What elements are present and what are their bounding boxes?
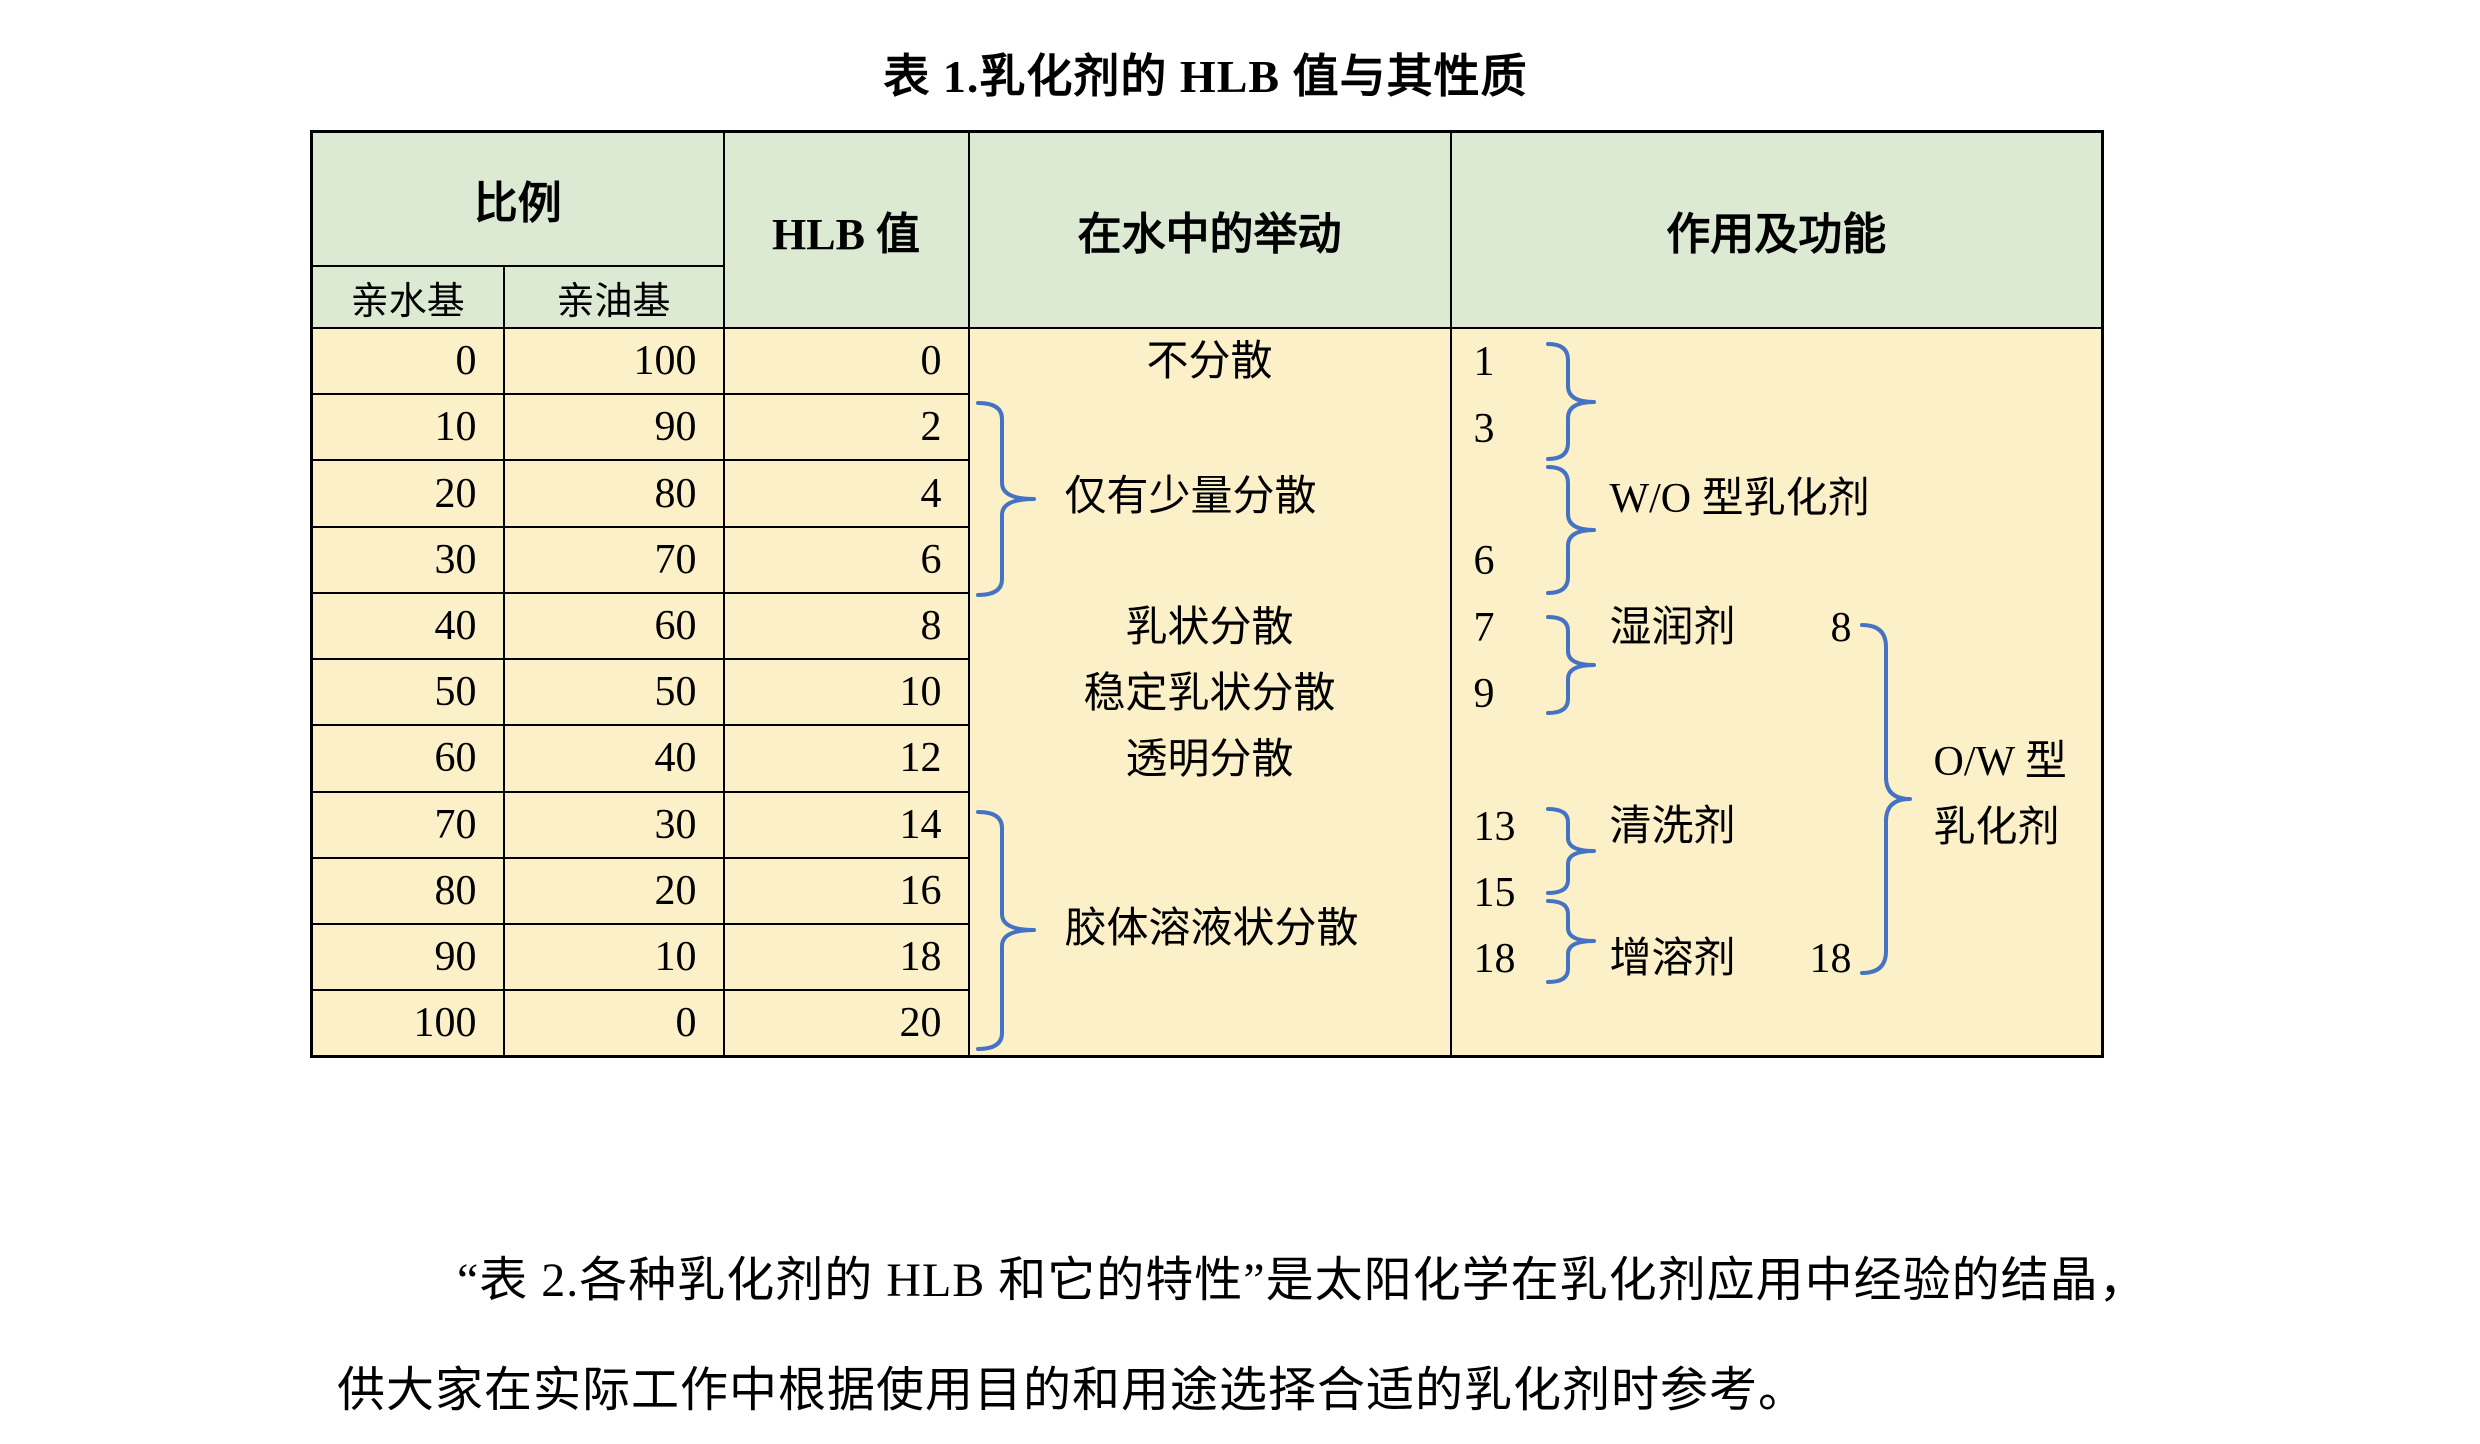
lipophilic-value: 70 [502, 525, 725, 594]
lipophilic-value: 60 [502, 591, 725, 661]
hydrophilic-value: 80 [310, 856, 505, 925]
brace-hlb-1-3 [1545, 342, 1596, 461]
table-row: 10 90 2 [310, 393, 2103, 462]
wetting-agent-label: 湿润剂 [1609, 604, 1736, 651]
brace-cleaning-agent [1545, 807, 1596, 895]
hlb-marker: 6 [1473, 537, 1495, 584]
lipophilic-value: 100 [502, 326, 725, 396]
brace-wetting-agent [1545, 615, 1596, 715]
table-row: 50 50 10 [310, 658, 2103, 727]
lipophilic-value: 20 [502, 856, 725, 925]
lipophilic-value: 0 [502, 989, 725, 1058]
function-column-cell: 1 3 6 7 9 13 15 18 W [1449, 327, 2104, 1058]
table-row: 60 40 12 [310, 724, 2103, 793]
behavior-stable-milky-dispersion: 稳定乳状分散 [1083, 670, 1336, 717]
table-row: 40 60 8 [310, 591, 2103, 661]
lipophilic-value: 50 [502, 658, 725, 727]
wo-emulsifier-label: W/O 型乳化剂 [1609, 475, 1870, 522]
lipophilic-value: 10 [502, 922, 725, 992]
solubilizer-label: 增溶剂 [1609, 935, 1736, 982]
behavior-annotations: 不分散 仅有少量分散 乳状分散 稳定乳状分散 透明分散 胶体溶液状分散 [970, 329, 1450, 1055]
lipophilic-value: 90 [502, 393, 725, 462]
ow-range-start: 8 [1830, 604, 1852, 651]
hydrophilic-value: 50 [310, 658, 505, 727]
hlb-value: 18 [722, 922, 970, 992]
ow-range-end: 18 [1809, 935, 1852, 982]
table-title: 表 1.乳化剂的 HLB 值与其性质 [883, 51, 1528, 102]
hlb-marker: 1 [1473, 338, 1495, 385]
header-hydrophilic: 亲水基 [310, 265, 505, 329]
lipophilic-value: 80 [502, 459, 725, 528]
hlb-value: 2 [722, 393, 970, 462]
table-row: 30 70 6 [310, 525, 2103, 594]
hlb-marker: 3 [1473, 405, 1495, 452]
behavior-slight-dispersion: 仅有少量分散 [1064, 473, 1317, 520]
header-ratio: 比例 [310, 130, 725, 267]
hydrophilic-value: 100 [310, 989, 505, 1058]
header-function: 作用及功能 [1449, 130, 2104, 329]
header-lipophilic: 亲油基 [502, 265, 725, 329]
hlb-marker: 15 [1473, 869, 1516, 916]
header-behavior: 在水中的举动 [967, 130, 1452, 329]
brace-solubilizer [1545, 899, 1596, 984]
hlb-value: 12 [722, 724, 970, 793]
hlb-value: 20 [722, 989, 970, 1058]
hlb-value: 4 [722, 459, 970, 528]
hlb-value: 10 [722, 658, 970, 727]
hlb-value: 14 [722, 790, 970, 859]
brace-colloidal-dispersion [975, 810, 1036, 1051]
cleaning-agent-label: 清洗剂 [1609, 803, 1736, 850]
ow-emulsifier-label-line1: O/W 型 [1933, 738, 2067, 785]
hydrophilic-value: 60 [310, 724, 505, 793]
table-row: 90 10 18 [310, 922, 2103, 992]
behavior-column-cell: 不分散 仅有少量分散 乳状分散 稳定乳状分散 透明分散 胶体溶液状分散 [967, 327, 1452, 1058]
behavior-no-dispersion: 不分散 [1146, 338, 1273, 385]
table-row: 0 100 0 不分散 仅有少量分散 乳状分散 稳定乳状分散 透明分散 [310, 326, 2104, 1058]
hydrophilic-value: 10 [310, 393, 505, 462]
lipophilic-value: 30 [502, 790, 725, 859]
table-row: 100 0 20 [310, 989, 2103, 1058]
function-annotations: 1 3 6 7 9 13 15 18 W [1452, 329, 2102, 1055]
hlb-value: 16 [722, 856, 970, 925]
brace-ow-emulsifier [1859, 623, 1912, 975]
hydrophilic-value: 0 [310, 326, 505, 396]
brace-wo-emulsifier [1545, 465, 1596, 595]
behavior-transparent-dispersion: 透明分散 [1125, 736, 1294, 783]
hlb-marker: 13 [1473, 803, 1516, 850]
table-row: 70 30 14 [310, 790, 2103, 859]
hlb-marker: 9 [1473, 670, 1495, 717]
paragraph-line-2: 供大家在实际工作中根据使用目的和用途选择合适的乳化剂时参考。 [337, 1364, 1808, 1417]
hlb-value: 6 [722, 525, 970, 594]
table-row: 80 20 16 [310, 856, 2103, 925]
ow-emulsifier-label-line2: 乳化剂 [1933, 804, 2060, 851]
paragraph-line-1: “表 2.各种乳化剂的 HLB 和它的特性”是太阳化学在乳化剂应用中经验的结晶， [457, 1254, 2148, 1307]
hydrophilic-value: 30 [310, 525, 505, 594]
table-row: 20 80 4 [310, 459, 2103, 528]
hlb-value: 8 [722, 591, 970, 661]
behavior-milky-dispersion: 乳状分散 [1125, 604, 1294, 651]
hlb-table: 比例 HLB 值 在水中的举动 作用及功能 亲水基 亲油基 0 100 0 不分… [310, 130, 2104, 1058]
brace-slight-dispersion [975, 401, 1036, 597]
hlb-marker: 7 [1473, 604, 1495, 651]
hlb-marker: 18 [1473, 935, 1516, 982]
behavior-colloidal-dispersion: 胶体溶液状分散 [1064, 905, 1359, 952]
lipophilic-value: 40 [502, 724, 725, 793]
hydrophilic-value: 70 [310, 790, 505, 859]
hydrophilic-value: 90 [310, 922, 505, 992]
hydrophilic-value: 40 [310, 591, 505, 661]
header-hlb: HLB 值 [722, 130, 970, 329]
hydrophilic-value: 20 [310, 459, 505, 528]
hlb-value: 0 [722, 326, 970, 396]
